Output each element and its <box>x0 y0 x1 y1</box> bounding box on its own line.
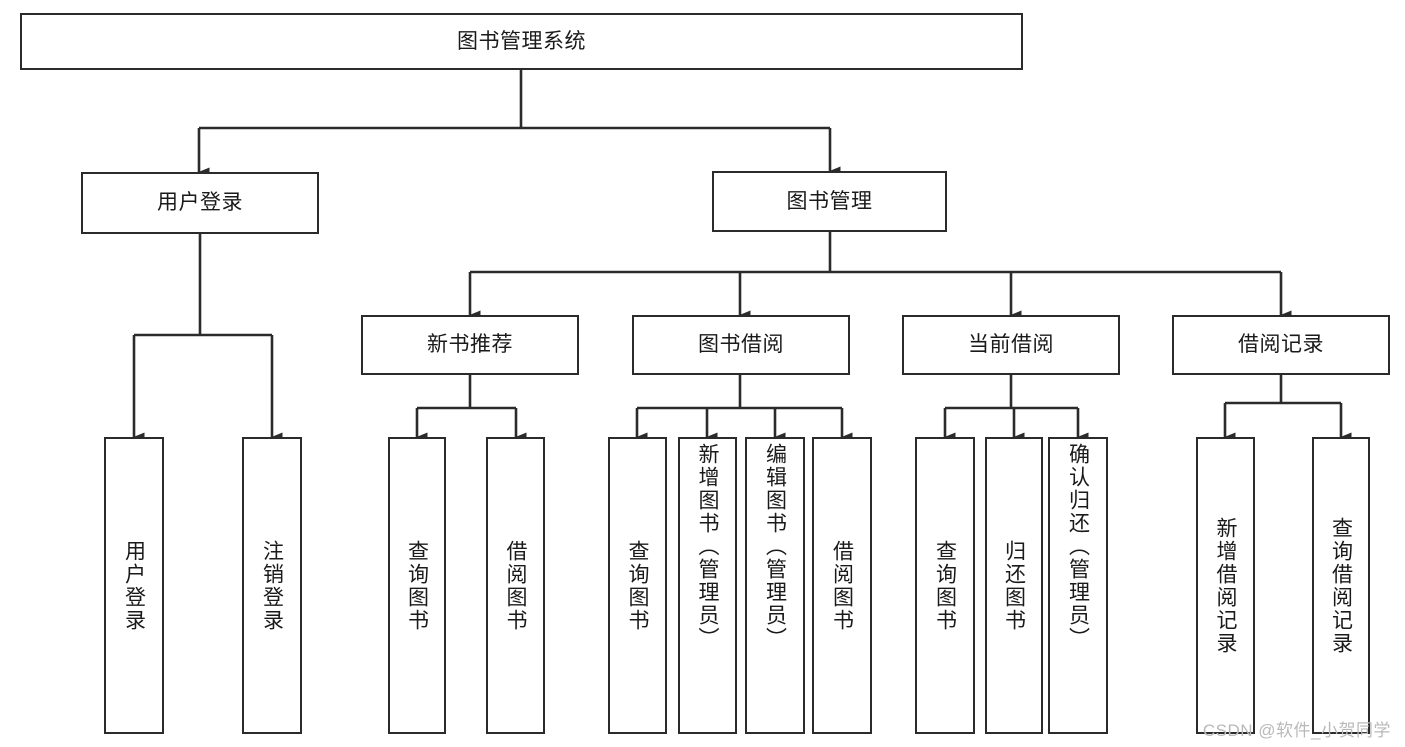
leaf-node-label: 借阅图书 <box>830 539 854 632</box>
level3-node-label: 图书借阅 <box>698 333 784 357</box>
leaf-node-0[interactable]: 用户登录 <box>104 437 164 734</box>
leaf-node-label: 确认归还（管理员） <box>1066 443 1090 650</box>
level3-node-label: 当前借阅 <box>968 333 1054 357</box>
level3-node-1[interactable]: 图书借阅 <box>632 315 850 375</box>
leaf-node-4[interactable]: 查询图书 <box>608 437 667 734</box>
leaf-node-label: 注销登录 <box>260 539 284 632</box>
leaf-node-7[interactable]: 借阅图书 <box>812 437 872 734</box>
level2-node-label: 用户登录 <box>157 191 243 215</box>
leaf-node-label: 查询借阅记录 <box>1329 516 1353 655</box>
leaf-node-label: 编辑图书（管理员） <box>763 443 787 650</box>
leaf-node-label: 借阅图书 <box>504 539 527 632</box>
leaf-node-label: 用户登录 <box>122 539 146 632</box>
tree-connectors <box>132 70 1352 442</box>
leaf-node-label: 查询图书 <box>405 539 429 632</box>
level2-node-0[interactable]: 用户登录 <box>81 172 319 234</box>
level2-node-1[interactable]: 图书管理 <box>712 171 947 232</box>
leaf-node-label: 新增借阅记录 <box>1214 516 1237 655</box>
watermark-text: CSDN @软件_小贺同学 <box>1202 721 1391 740</box>
root-node-0[interactable]: 图书管理系统 <box>20 13 1023 70</box>
leaf-node-8[interactable]: 查询图书 <box>915 437 975 734</box>
level3-node-3[interactable]: 借阅记录 <box>1172 315 1390 375</box>
level3-node-2[interactable]: 当前借阅 <box>902 315 1120 375</box>
leaf-node-10[interactable]: 确认归还（管理员） <box>1048 437 1108 734</box>
leaf-node-1[interactable]: 注销登录 <box>242 437 302 734</box>
level3-node-label: 新书推荐 <box>427 333 513 357</box>
root-node-label: 图书管理系统 <box>457 29 586 53</box>
leaf-node-9[interactable]: 归还图书 <box>985 437 1043 734</box>
leaf-node-11[interactable]: 新增借阅记录 <box>1196 437 1255 734</box>
leaf-node-2[interactable]: 查询图书 <box>388 437 446 734</box>
leaf-node-5[interactable]: 新增图书（管理员） <box>678 437 737 734</box>
level3-node-label: 借阅记录 <box>1238 333 1324 357</box>
leaf-node-12[interactable]: 查询借阅记录 <box>1312 437 1370 734</box>
level3-node-0[interactable]: 新书推荐 <box>361 315 579 375</box>
leaf-node-label: 新增图书（管理员） <box>696 443 719 650</box>
leaf-node-label: 查询图书 <box>626 539 649 632</box>
leaf-node-label: 查询图书 <box>933 539 957 632</box>
leaf-node-6[interactable]: 编辑图书（管理员） <box>745 437 805 734</box>
leaf-node-label: 归还图书 <box>1002 539 1026 632</box>
leaf-node-3[interactable]: 借阅图书 <box>486 437 545 734</box>
level2-node-label: 图书管理 <box>786 189 873 213</box>
